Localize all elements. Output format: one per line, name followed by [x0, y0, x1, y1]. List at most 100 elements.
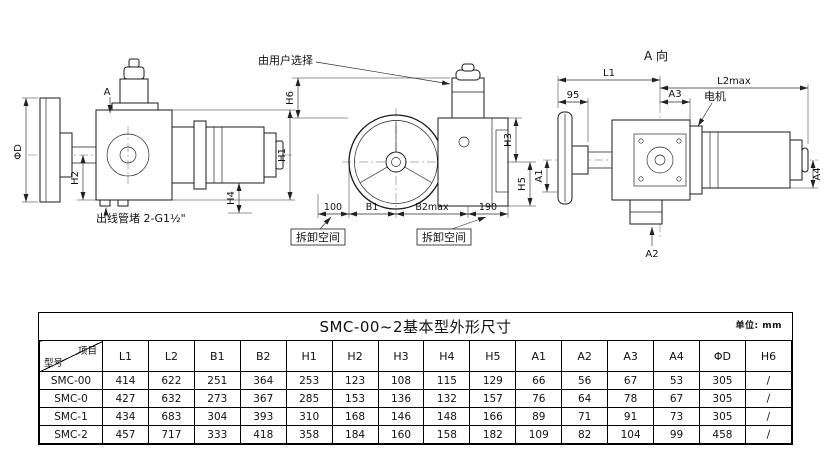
corner-label-item: 项目 [77, 346, 97, 357]
dim-value-cell: 82 [561, 425, 609, 444]
dim-a1: A1 [534, 160, 558, 193]
corner-label-model: 型号 [44, 358, 64, 369]
h3-dim-label: H3 [503, 133, 514, 147]
top-plate [111, 102, 159, 111]
dim-value-cell: 182 [469, 425, 517, 444]
user-option-callout: 由用户选择 [258, 53, 451, 86]
model-name-cell: SMC-00 [39, 371, 103, 390]
dim-value-cell: 157 [469, 389, 517, 408]
dim-value-cell: 305 [698, 371, 746, 390]
dim-value-cell: 78 [607, 389, 655, 408]
dim-l2max: L2max [660, 76, 809, 144]
removal-space-label-left: 拆卸空间 [296, 230, 340, 244]
column-header: B2 [239, 340, 287, 372]
dim-h5: H5 [508, 162, 536, 207]
cable-plug [117, 199, 129, 207]
dim-value-cell: 251 [193, 371, 241, 390]
a1-dim-label: A1 [534, 169, 545, 182]
dim-b2max-label: B2max [415, 202, 449, 213]
dim-value-cell: 67 [607, 371, 655, 390]
dim-value-cell: 364 [239, 371, 287, 390]
a2-dim-label: A2 [645, 249, 658, 260]
view-a-direction-marker: A [104, 87, 113, 113]
top-column [119, 78, 149, 104]
dim-value-cell: 414 [102, 371, 149, 390]
dim-value-cell: 166 [469, 407, 517, 426]
dim-value-cell: 56 [561, 371, 609, 390]
dim-value-cell: 104 [607, 425, 655, 444]
column-header: B1 [193, 340, 241, 372]
dim-100-label: 100 [324, 202, 342, 213]
motor-label: 电机 [704, 89, 726, 103]
dim-h4: H4 [226, 183, 252, 214]
dim-value-cell: / [744, 425, 793, 444]
unit-note: 单位: mm [735, 321, 782, 331]
removal-space-callout-right: 拆卸空间 [416, 216, 487, 246]
motor-callout: 电机 [697, 89, 726, 127]
mounting-flange [39, 97, 61, 203]
column-header: A1 [515, 340, 563, 372]
dim-value-cell: 434 [102, 407, 149, 426]
dim-a4: A4 [790, 160, 823, 189]
column-header: H6 [744, 340, 793, 372]
dim-a3: A3 [660, 89, 691, 122]
dim-value-cell: 367 [239, 389, 287, 408]
handwheel-hub [385, 151, 407, 173]
removal-space-callout-left: 拆卸空间 [290, 216, 346, 246]
dim-value-cell: 253 [285, 371, 333, 390]
dim-phi-d: ΦD [13, 97, 38, 203]
front-view-geometry [342, 63, 514, 218]
dim-value-cell: 457 [102, 425, 149, 444]
front-view: 由用户选择 H6 H3 H5 [258, 53, 536, 246]
table-title-row: SMC-00~2基本型外形尺寸 单位: mm [39, 313, 792, 340]
column-header: H2 [331, 340, 379, 372]
dim-value-cell: 66 [515, 371, 563, 390]
dim-value-cell: 160 [377, 425, 425, 444]
dim-value-cell: 123 [331, 371, 379, 390]
dim-value-cell: 115 [423, 371, 471, 390]
dim-value-cell: 109 [515, 425, 563, 444]
bottom-dimension-chain: 100 B1 B2max 190 [317, 168, 509, 218]
actuator-body-top [611, 119, 691, 201]
cable-plug [99, 199, 111, 207]
dim-value-cell: 89 [515, 407, 563, 426]
side-view: A ΦD H2 H1 H4 出线管堵 2-G1½" [13, 58, 295, 225]
motor-cylinder-side [171, 126, 265, 184]
column-header: H5 [469, 340, 517, 372]
dim-value-cell: / [744, 389, 793, 408]
l2max-dim-label: L2max [717, 76, 751, 87]
dim-value-cell: 73 [653, 407, 700, 426]
h4-dim-label: H4 [226, 191, 237, 205]
dim-value-cell: 184 [331, 425, 379, 444]
model-name-cell: SMC-2 [39, 425, 103, 444]
dim-b1-label: B1 [366, 202, 379, 213]
dim-value-cell: 158 [423, 425, 471, 444]
dim-value-cell: / [744, 371, 793, 390]
dim-95: 95 [558, 90, 589, 142]
gearbox-body [95, 109, 173, 201]
dim-value-cell: 91 [607, 407, 655, 426]
user-option-note: 由用户选择 [258, 53, 313, 67]
dim-h6: H6 [285, 77, 450, 119]
top-view: A 向 [534, 48, 823, 260]
column-header: A3 [607, 340, 655, 372]
a3-dim-label: A3 [668, 89, 681, 100]
dim-value-cell: 418 [239, 425, 287, 444]
phi-d-dim-label: ΦD [13, 144, 24, 160]
dim-190-label: 190 [479, 202, 497, 213]
corner-cell: 项目 型号 [39, 340, 103, 372]
dim-a2: A2 [645, 227, 659, 260]
optional-top-unit [451, 77, 485, 119]
column-header: L2 [147, 340, 195, 372]
dim-value-cell: 64 [561, 389, 609, 408]
dim-value-cell: 632 [147, 389, 195, 408]
h6-dim-label: H6 [285, 91, 296, 105]
dim-value-cell: 146 [377, 407, 425, 426]
flange-hub [59, 132, 73, 178]
dim-value-cell: 71 [561, 407, 609, 426]
